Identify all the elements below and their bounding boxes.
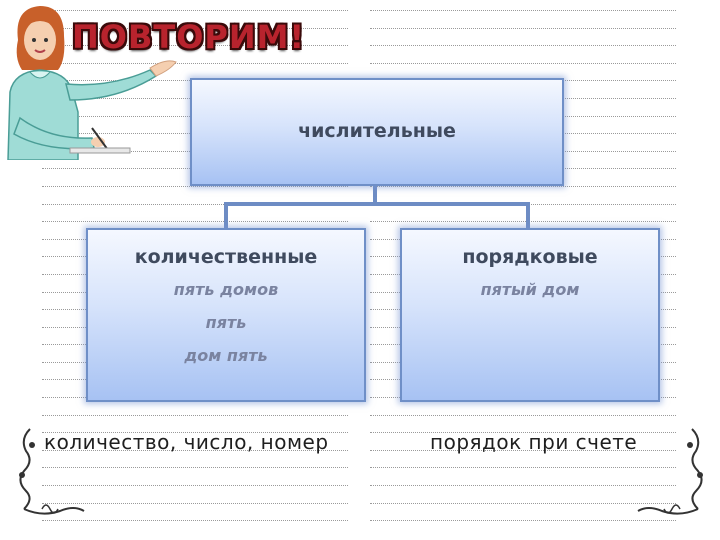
cardinal-example: пять (205, 313, 247, 332)
notebook-line (42, 185, 348, 187)
notebook-line (42, 221, 348, 223)
connector-right-drop (526, 202, 530, 229)
root-box: числительные (190, 78, 564, 186)
page-title: ПОВТОРИМ! (72, 18, 306, 56)
notebook-line (370, 45, 676, 47)
caption-right: порядок при счете (430, 430, 638, 454)
corner-ornament-right-icon (637, 428, 703, 515)
notebook-line (370, 467, 676, 469)
notebook-line (370, 10, 676, 11)
notebook-line (42, 414, 348, 416)
root-label: числительные (298, 120, 456, 142)
notebook-line (370, 414, 676, 416)
notebook-line (42, 10, 348, 11)
notebook-line (42, 520, 348, 522)
notebook-line (42, 203, 348, 205)
ordinal-box: порядковые пятый дом (400, 228, 660, 402)
teacher-illustration (7, 6, 177, 160)
notebook-line (42, 27, 348, 29)
ordinal-example: пятый дом (480, 280, 580, 299)
notebook-line (370, 520, 676, 522)
connector-left-drop (224, 202, 228, 229)
notebook-line (42, 502, 348, 504)
notebook-line (370, 27, 676, 29)
cardinal-example: пять домов (173, 280, 279, 299)
notebook-line (370, 485, 676, 487)
notebook-line (42, 432, 348, 434)
caption-left: количество, число, номер (44, 430, 329, 454)
notebook-line (42, 485, 348, 487)
notebook-line (370, 62, 676, 64)
notebook-line (370, 432, 676, 434)
notebook-line (42, 62, 348, 64)
corner-ornament-left-icon (19, 428, 85, 515)
notebook-line (42, 45, 348, 47)
cardinal-box: количественные пять домов пять дом пять (86, 228, 366, 402)
connector-bar (224, 202, 530, 206)
notebook-line (370, 449, 676, 451)
notebook-line (370, 185, 676, 187)
connector-stem (373, 182, 377, 204)
notebook-line (42, 449, 348, 451)
notebook-line (370, 502, 676, 504)
cardinal-example: дом пять (184, 346, 268, 365)
cardinal-label: количественные (134, 246, 318, 268)
notebook-line (42, 467, 348, 469)
notebook-line (370, 221, 676, 223)
ordinal-label: порядковые (462, 246, 598, 268)
